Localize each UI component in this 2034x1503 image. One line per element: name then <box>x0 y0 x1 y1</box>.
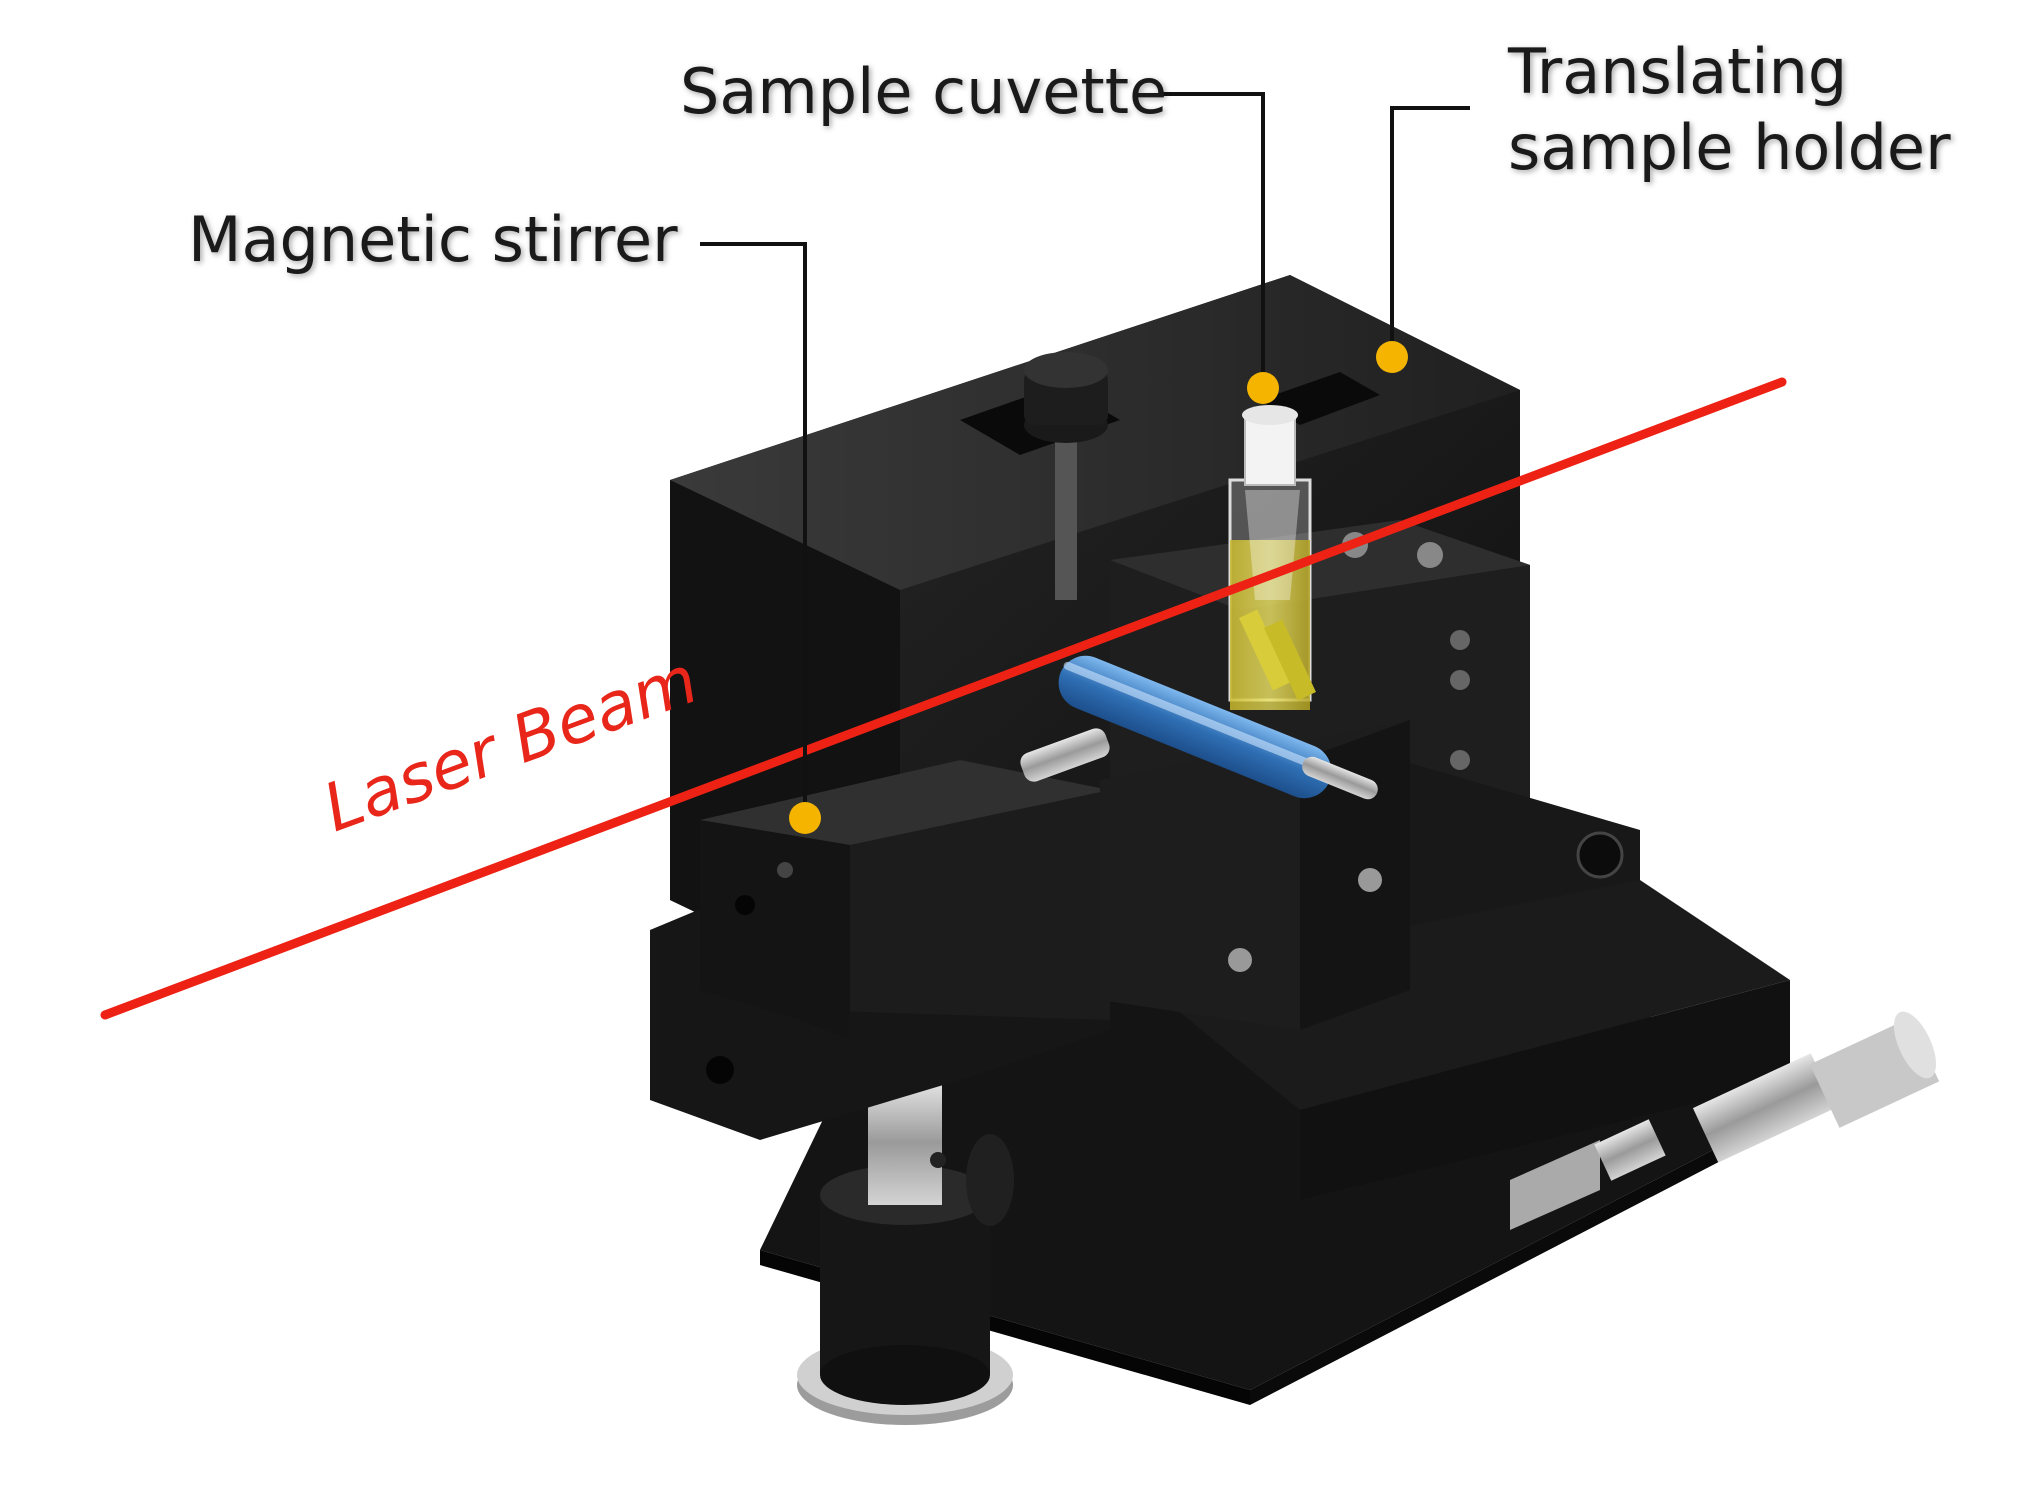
stirrer-module <box>650 760 1110 1140</box>
leader-line-cuvette <box>1163 92 1265 385</box>
label-magnetic-stirrer: Magnetic stirrer <box>188 203 678 276</box>
post-mount <box>797 1080 1014 1425</box>
laser-beam-line <box>100 377 1787 1020</box>
marker-cuvette <box>1247 372 1279 404</box>
label-holder-line2: sample holder <box>1508 110 1951 184</box>
adjust-knob <box>1024 352 1108 600</box>
micrometer <box>1510 1011 1940 1230</box>
cuvette-holder <box>1100 720 1410 1030</box>
label-holder-line1: Translating <box>1508 35 1848 108</box>
leader-line-holder <box>1390 106 1470 355</box>
stir-bar <box>1020 655 1378 800</box>
label-sample-cuvette: Sample cuvette <box>680 55 1168 128</box>
marker-stirrer <box>789 802 821 834</box>
leader-line-stirrer <box>700 242 807 810</box>
marker-holder <box>1376 341 1408 373</box>
label-translating-sample-holder: Translating sample holder <box>1508 34 1951 185</box>
